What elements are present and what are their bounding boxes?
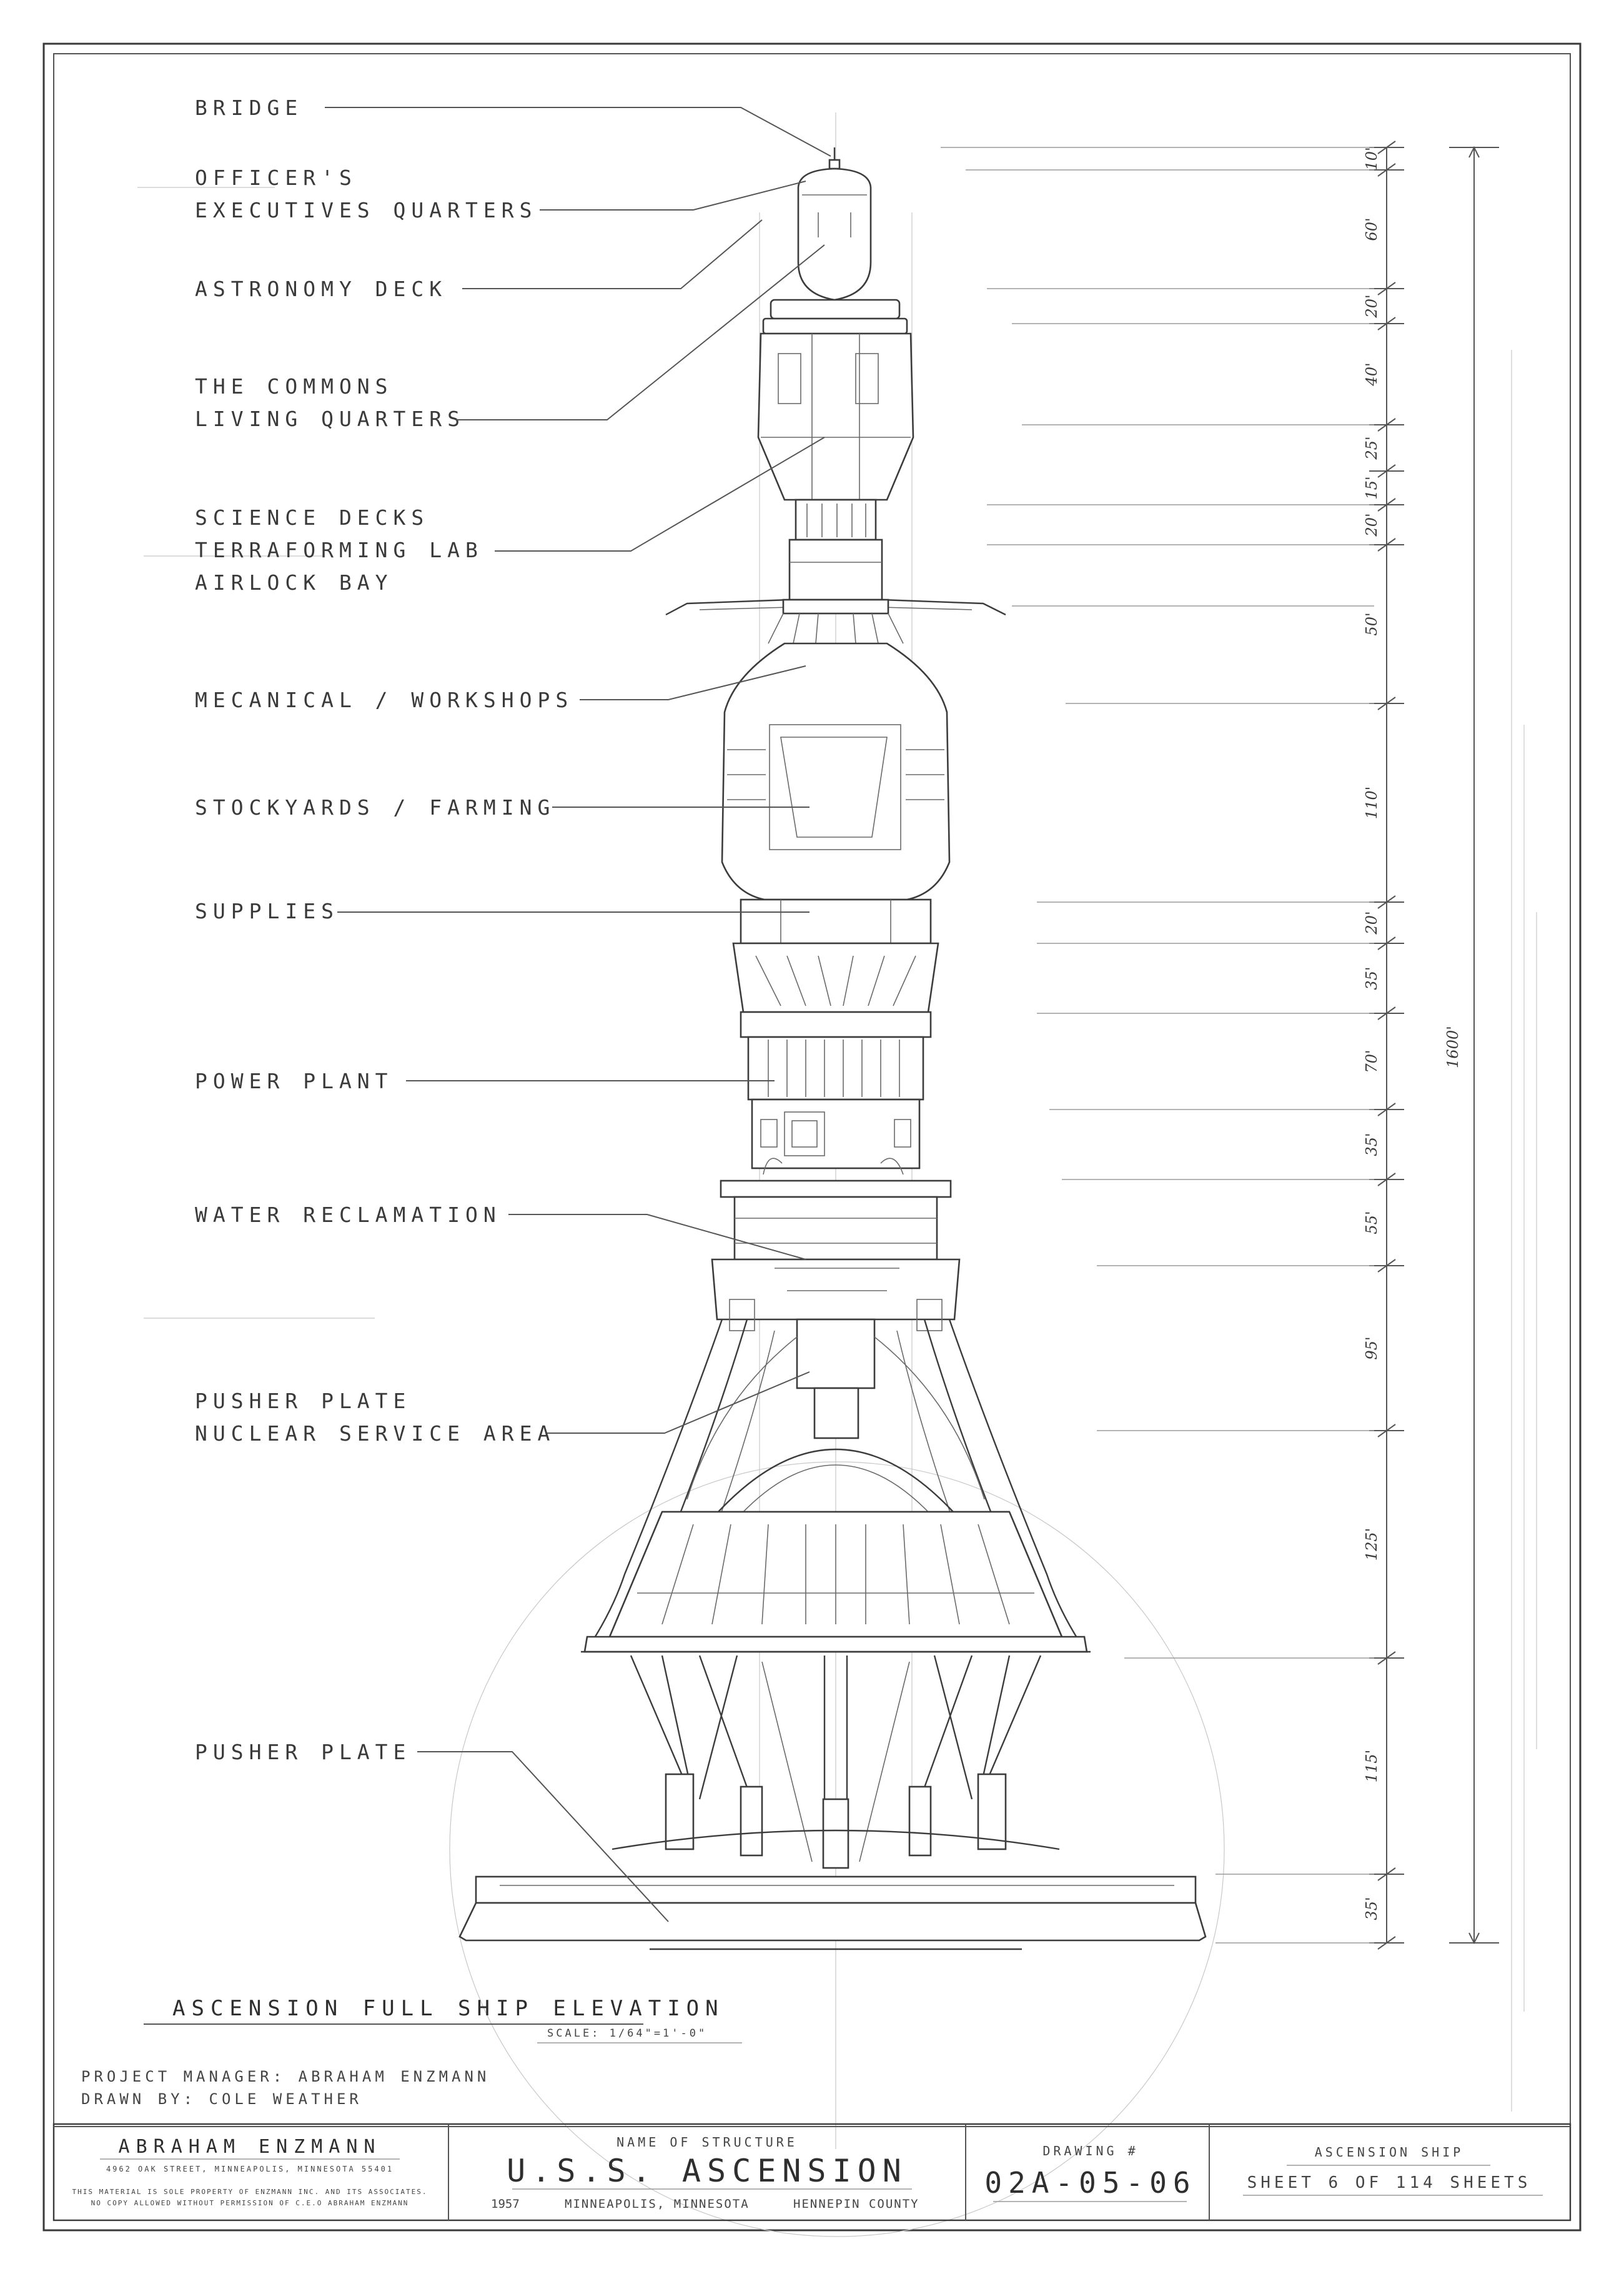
label-water-reclamation: WATER RECLAMATION — [195, 1203, 502, 1227]
label-pusher-plate: PUSHER PLATE — [195, 1740, 411, 1764]
dimension-label: 20' — [1363, 294, 1380, 318]
dimension-ticks: 10' 60' 20' 40' 25' 15' 20' 50' 110' 20' 35' 70' 35'… — [1363, 141, 1404, 1950]
dimension-label: 50' — [1363, 612, 1380, 635]
label-stockyards-farming: STOCKYARDS / FARMING — [195, 795, 555, 820]
label-supplies: SUPPLIES — [195, 899, 339, 923]
legal-line-1: THIS MATERIAL IS SOLE PROPERTY OF ENZMAN… — [72, 2188, 427, 2196]
dimension-label: 110' — [1363, 787, 1380, 819]
label-executives-quarters: EXECUTIVES QUARTERS — [195, 198, 538, 222]
label-living-quarters: LIVING QUARTERS — [195, 407, 465, 431]
label-nuclear-service-area: NUCLEAR SERVICE AREA — [195, 1421, 555, 1446]
dimension-label: 70' — [1363, 1050, 1380, 1073]
outer-border — [42, 42, 1582, 2232]
dimension-label: 115' — [1363, 1750, 1380, 1782]
drawing-title: ASCENSION FULL SHIP ELEVATION — [172, 1996, 725, 2021]
dimension-slash — [1377, 141, 1396, 154]
drawing-title-area: ASCENSION FULL SHIP ELEVATION SCALE: 1/6… — [81, 1996, 742, 2108]
dimension-label: 55' — [1363, 1211, 1380, 1234]
drawing-scale: SCALE: 1/64"=1'-0" — [547, 2027, 707, 2040]
dimension-label: 20' — [1363, 911, 1380, 935]
dimension-slash — [1377, 538, 1396, 552]
project-manager: PROJECT MANAGER: ABRAHAM ENZMANN — [81, 2068, 490, 2085]
label-the-commons: THE COMMONS — [195, 374, 394, 399]
dimension-slash — [1377, 464, 1396, 478]
label-mechanical-workshops: MECANICAL / WORKSHOPS — [195, 688, 573, 712]
project-name: ASCENSION SHIP — [1315, 2145, 1464, 2160]
dimension-slash — [1377, 1651, 1396, 1665]
dimension-slash — [1377, 697, 1396, 710]
dimension-slash — [1377, 317, 1396, 330]
dimension-slash — [1377, 1424, 1396, 1437]
dimension-label: 25' — [1363, 436, 1380, 460]
structure-caption: NAME OF STRUCTURE — [616, 2135, 798, 2150]
dimension-string: 1600' 10' 60' 20' 40' 25' 15' 20' 50' 110' 20' 35'… — [941, 141, 1499, 1950]
dimension-label: 20' — [1363, 513, 1380, 537]
company-name: ABRAHAM ENZMANN — [119, 2136, 382, 2158]
ship-elevation — [458, 147, 1207, 1950]
dimension-slash — [1377, 895, 1396, 909]
dimension-slash — [1377, 1103, 1396, 1116]
structure-city: MINNEAPOLIS, MINNESOTA — [565, 2197, 750, 2211]
dimension-slash — [1377, 1259, 1396, 1273]
dimension-slash — [1377, 498, 1396, 512]
sheet-number: SHEET 6 OF 114 SHEETS — [1247, 2173, 1532, 2192]
dimension-slash — [1377, 1173, 1396, 1186]
label-airlock-bay: AIRLOCK BAY — [195, 570, 394, 595]
structure-county: HENNEPIN COUNTY — [793, 2197, 919, 2211]
label-terraforming-lab: TERRAFORMING LAB — [195, 538, 483, 562]
dimension-slash — [1377, 282, 1396, 295]
dimension-slash — [1377, 1936, 1396, 1950]
dimension-label: 10' — [1363, 147, 1380, 170]
dimension-label: 40' — [1363, 362, 1380, 386]
label-science-decks: SCIENCE DECKS — [195, 505, 429, 530]
dimension-label: 60' — [1363, 217, 1380, 241]
label-power-plant: POWER PLANT — [195, 1069, 394, 1093]
company-address: 4962 OAK STREET, MINNEAPOLIS, MINNESOTA … — [106, 2165, 394, 2173]
dimension-label: 125' — [1363, 1528, 1380, 1561]
dimension-slash — [1377, 1867, 1396, 1881]
drawn-by: DRAWN BY: COLE WEATHER — [81, 2090, 362, 2108]
title-block: ABRAHAM ENZMANN 4962 OAK STREET, MINNEAP… — [52, 2123, 1572, 2222]
dimension-slash — [1377, 936, 1396, 950]
dimension-slash — [1377, 418, 1396, 432]
dimension-overall: 1600' — [1444, 1026, 1462, 1068]
dimension-label: 35' — [1363, 1897, 1380, 1920]
structure-name: U.S.S. ASCENSION — [507, 2153, 908, 2189]
structure-year: 1957 — [491, 2197, 520, 2211]
dimension-slash — [1377, 163, 1396, 177]
dimension-label: 15' — [1363, 476, 1380, 499]
dimension-label: 35' — [1363, 966, 1380, 990]
dimension-label: 35' — [1363, 1133, 1380, 1156]
callout-labels: BRIDGE OFFICER'S EXECUTIVES QUARTERS AST… — [195, 96, 831, 1922]
label-pusher-plate-service: PUSHER PLATE — [195, 1389, 411, 1413]
drawing-caption: DRAWING # — [1042, 2143, 1138, 2158]
label-officers: OFFICER'S — [195, 166, 357, 190]
legal-line-2: NO COPY ALLOWED WITHOUT PERMISSION OF C.… — [91, 2199, 409, 2207]
dimension-slash — [1377, 1006, 1396, 1020]
label-bridge: BRIDGE — [195, 96, 303, 120]
drawing-number: 02A-05-06 — [984, 2166, 1196, 2200]
dimension-label: 95' — [1363, 1336, 1380, 1359]
label-astronomy-deck: ASTRONOMY DECK — [195, 277, 447, 301]
